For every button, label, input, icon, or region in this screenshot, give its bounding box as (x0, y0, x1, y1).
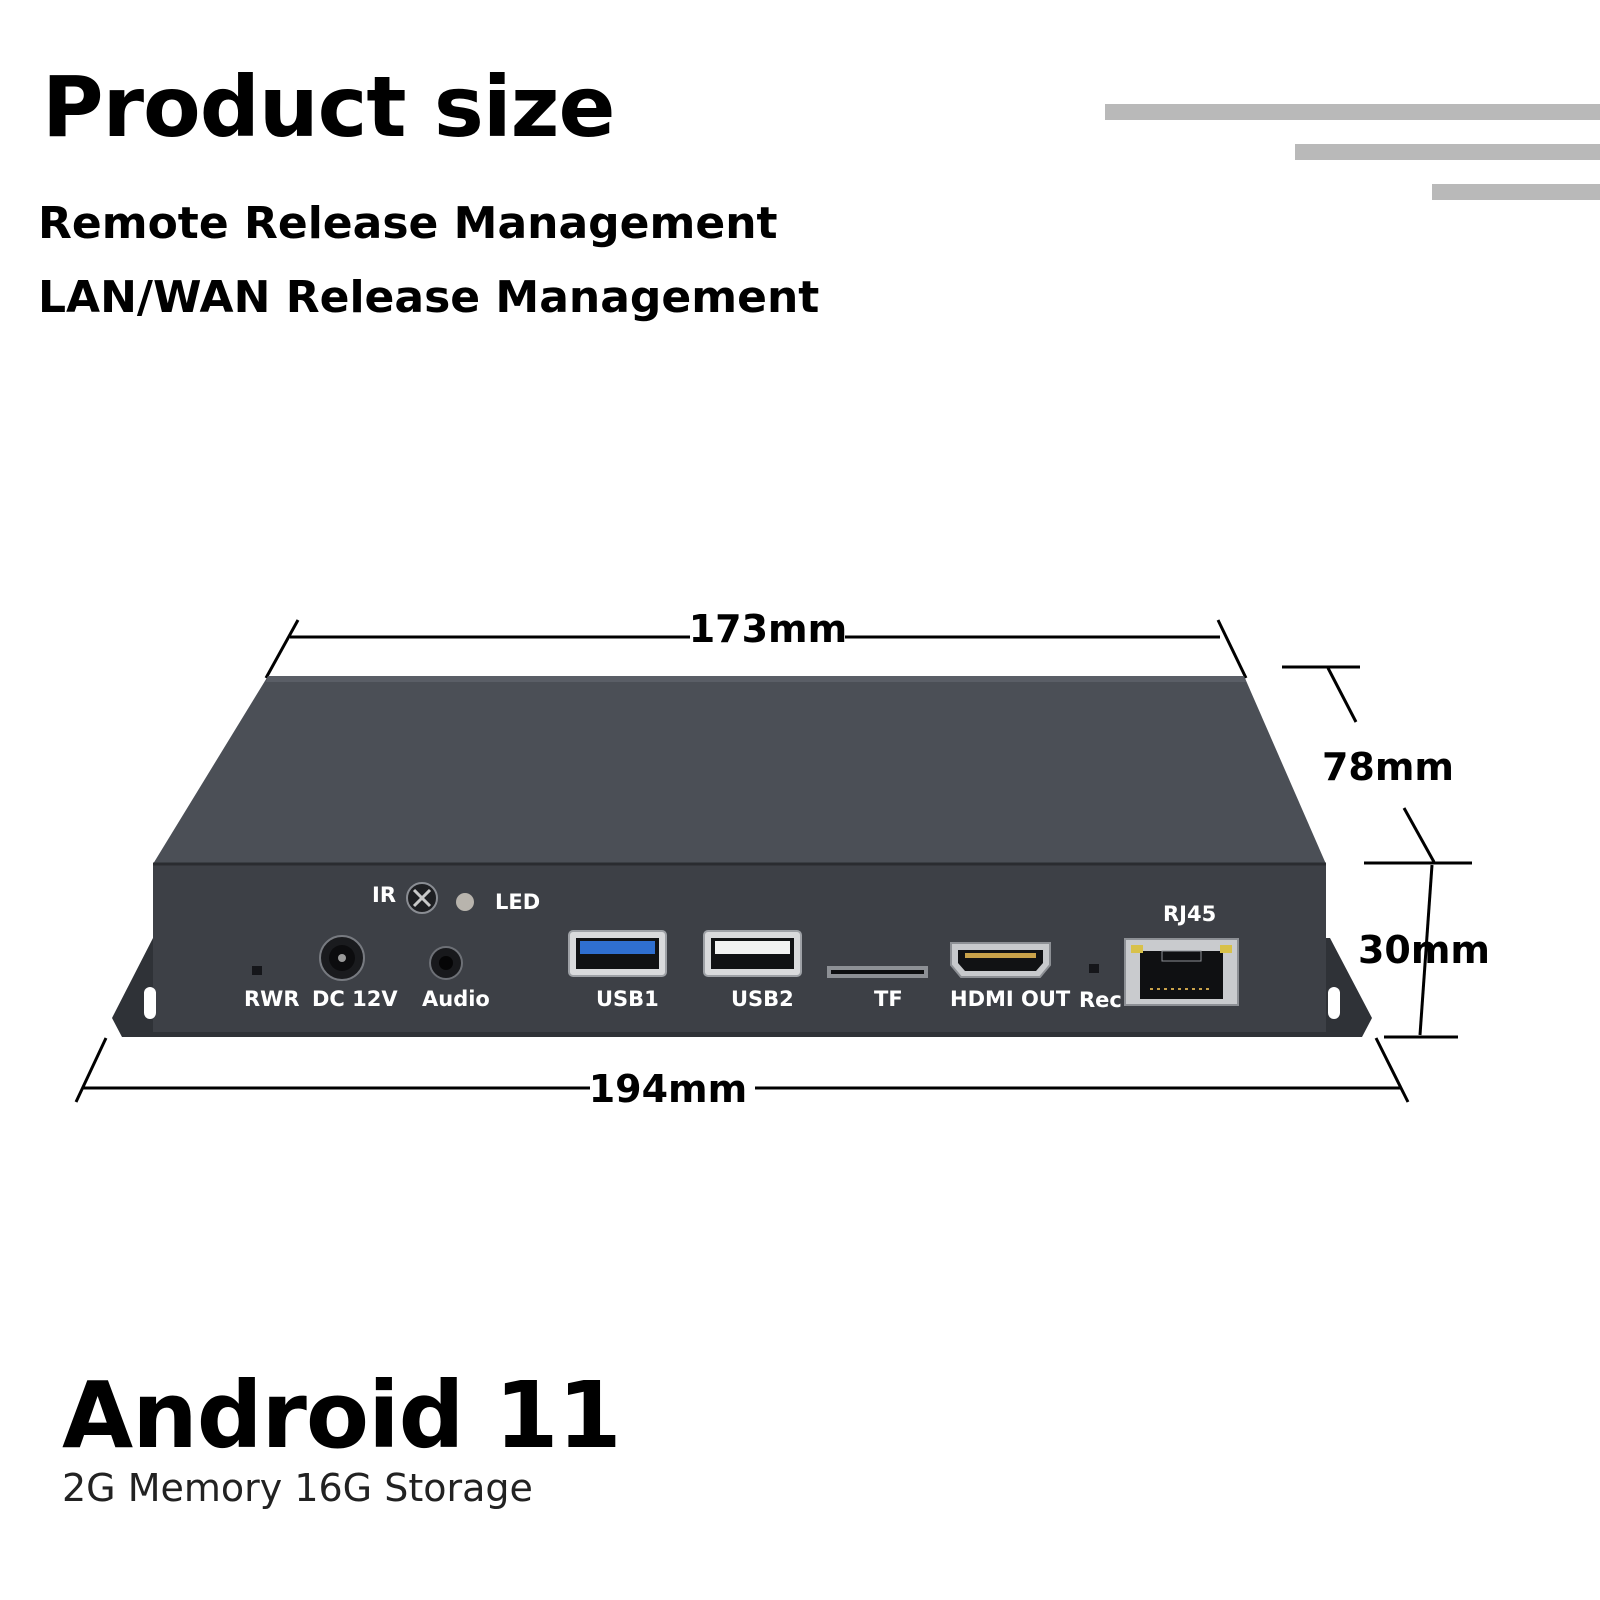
recovery-button (1089, 964, 1099, 973)
label-hdmi: HDMI OUT (950, 987, 1071, 1011)
device-top (153, 676, 1326, 864)
dimension-30-line (1364, 861, 1472, 1039)
dimension-depth: 78mm (1322, 745, 1454, 789)
page-title: Product size (42, 58, 615, 156)
dimension-height: 30mm (1358, 928, 1490, 972)
label-rec: Rec (1079, 988, 1122, 1012)
usb2-port-icon (703, 930, 802, 977)
audio-jack-icon (429, 946, 463, 980)
dimension-length-bottom: 194mm (589, 1067, 748, 1111)
label-ir: IR (372, 883, 396, 907)
decor-bar-1 (1105, 104, 1600, 120)
mount-hole-left (144, 987, 156, 1019)
dimension-78-line (1282, 665, 1436, 863)
label-usb1: USB1 (596, 987, 659, 1011)
label-usb2: USB2 (731, 987, 794, 1011)
label-dc: DC 12V (312, 987, 398, 1011)
label-rwr: RWR (244, 987, 300, 1011)
led-indicator-icon (456, 893, 474, 911)
feature-line-remote: Remote Release Management (38, 198, 778, 249)
dimension-length-top: 173mm (689, 607, 848, 651)
label-audio: Audio (422, 987, 490, 1011)
dimension-194-line (74, 1037, 1410, 1103)
hdmi-port-icon (950, 942, 1051, 978)
device-top-edge (266, 676, 1246, 682)
os-version: Android 11 (62, 1362, 622, 1469)
reset-button (252, 966, 262, 975)
tf-slot-icon (827, 966, 928, 978)
label-led: LED (495, 890, 540, 914)
dimension-173-line (264, 619, 1248, 679)
usb1-port-icon (568, 930, 667, 977)
dc-jack-icon (319, 935, 365, 981)
feature-line-lan-wan: LAN/WAN Release Management (38, 272, 820, 323)
label-rj45: RJ45 (1163, 902, 1216, 926)
ir-receiver-icon (406, 882, 438, 914)
mount-hole-right (1328, 987, 1340, 1019)
label-tf: TF (874, 987, 903, 1011)
decor-bar-2 (1295, 144, 1600, 160)
product-illustration: 173mm 78mm 30mm 194mm IR LED (74, 607, 1490, 1111)
rj45-port-icon (1124, 938, 1239, 1006)
memory-storage-spec: 2G Memory 16G Storage (62, 1466, 533, 1510)
decor-bar-3 (1432, 184, 1600, 200)
